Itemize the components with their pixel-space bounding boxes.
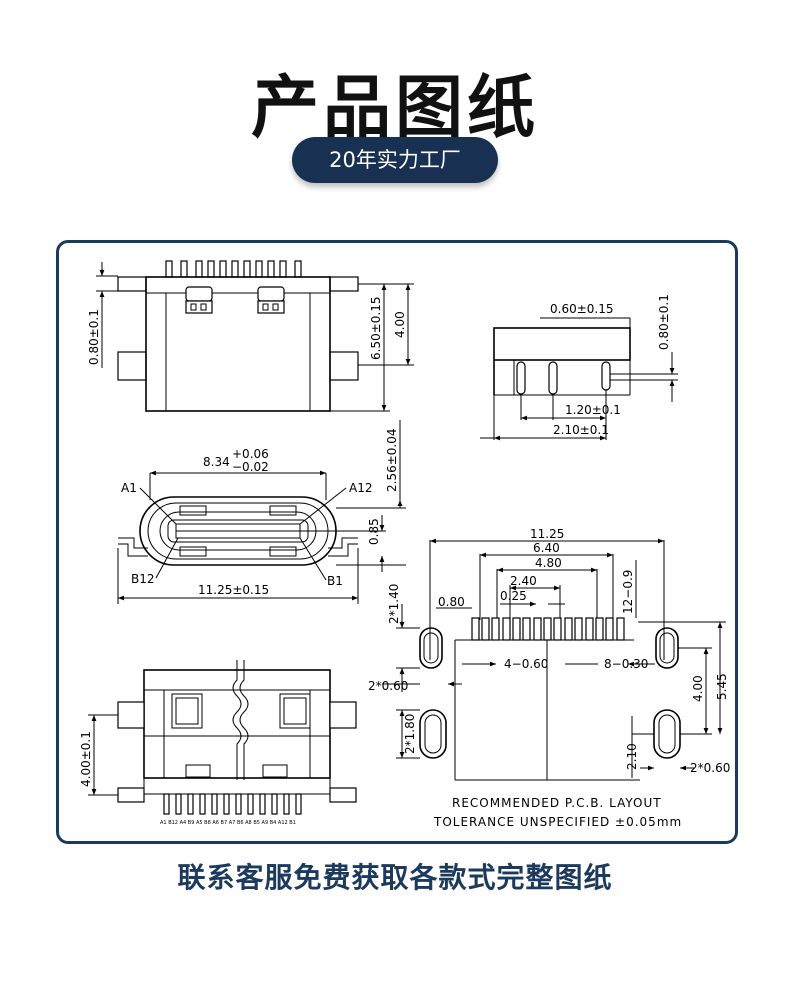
front-inner-dim: 0.85	[367, 518, 381, 545]
pcb-slot-top-right	[655, 627, 679, 669]
top-view-inner-dim: 4.00	[393, 311, 407, 338]
factory-badge: 20年实力工厂	[292, 137, 498, 183]
side-view: 0.60±0.15 0.80±0.1 1.20±0.1 2.10±0.1	[480, 294, 678, 441]
bottom-view-left-dim: 4.00±0.1	[79, 731, 93, 787]
pcb-slot-top-left	[419, 627, 443, 669]
top-view: 0.80±0.1 6.50±0.15 4.00	[87, 260, 414, 412]
top-view-pins	[165, 260, 302, 278]
front-width-dim: 8.34	[203, 455, 230, 469]
pcb-slot-bottom-left	[419, 709, 447, 759]
pcb-dim-11-25: 11.25	[530, 527, 564, 541]
bottom-view-pins	[163, 793, 302, 815]
top-view-height-dim: 6.50±0.15	[369, 297, 383, 361]
side-view-right-dim: 0.80±0.1	[657, 294, 671, 350]
page-title: 产品图纸	[250, 69, 539, 148]
pcb-dim-0-25: 0.25	[500, 589, 527, 603]
bottom-view: A1 B12 A4 B9 A5 B8 A6 B7 A7 B6 A8 B5 A9 …	[79, 660, 357, 826]
pcb-dim-4-0-60: 4−0.60	[504, 657, 548, 671]
top-view-left-dim: 0.80±0.1	[87, 309, 101, 365]
pcb-dim-8-0-30: 8−0.30	[604, 657, 648, 671]
drawing-frame	[56, 240, 738, 844]
pcb-slot-bottom-right	[653, 709, 681, 759]
front-width-tol-minus: −0.02	[232, 460, 269, 474]
pcb-dim-6-40: 6.40	[533, 541, 560, 555]
bottom-view-pin-labels: A1 B12 A4 B9 A5 B8 A6 B7 A7 B6 A8 B5 A9 …	[160, 820, 296, 826]
pcb-dim-2-0-60-left: 2*0.60	[368, 679, 408, 693]
pcb-dim-2-0-60-right: 2*0.60	[690, 761, 730, 775]
pcb-dim-2-10: 2.10	[625, 743, 639, 770]
label-b1: B1	[327, 574, 343, 588]
front-width-tol-plus: +0.06	[232, 447, 269, 461]
pcb-dim-5-45: 5.45	[715, 673, 729, 700]
pcb-dim-0-80: 0.80	[438, 595, 465, 609]
label-a1: A1	[121, 481, 137, 495]
side-view-dim1: 1.20±0.1	[565, 403, 621, 417]
note-recommended-layout: RECOMMENDED P.C.B. LAYOUT	[452, 796, 662, 810]
pcb-dim-2-1-80: 2*1.80	[403, 714, 417, 754]
label-a12: A12	[349, 481, 372, 495]
pcb-signal-pads	[471, 617, 625, 641]
side-view-dim2: 2.10±0.1	[553, 423, 609, 437]
note-tolerance: TOLERANCE UNSPECIFIED ±0.05mm	[433, 815, 682, 829]
pcb-layout: 11.25 6.40 4.80 2.40 0.25 0.80 12−0.9	[368, 527, 730, 781]
pcb-dim-4-80: 4.80	[535, 556, 562, 570]
footer-contact-text: 联系客服免费获取各款式完整图纸	[177, 861, 613, 894]
pcb-dim-12-0-9: 12−0.9	[621, 570, 635, 614]
pcb-dim-2-1-40: 2*1.40	[387, 584, 401, 624]
label-b12: B12	[131, 572, 155, 586]
pcb-dim-2-40: 2.40	[510, 574, 537, 588]
side-view-top-dim: 0.60±0.15	[550, 302, 614, 316]
front-bottom-dim: 11.25±0.15	[198, 583, 269, 597]
front-height-dim: 2.56±0.04	[385, 429, 399, 493]
front-view: 8.34 +0.06 −0.02 A1 A12 B12 B1 2.56±0.04	[117, 420, 406, 604]
pcb-dim-4-00: 4.00	[691, 675, 705, 702]
